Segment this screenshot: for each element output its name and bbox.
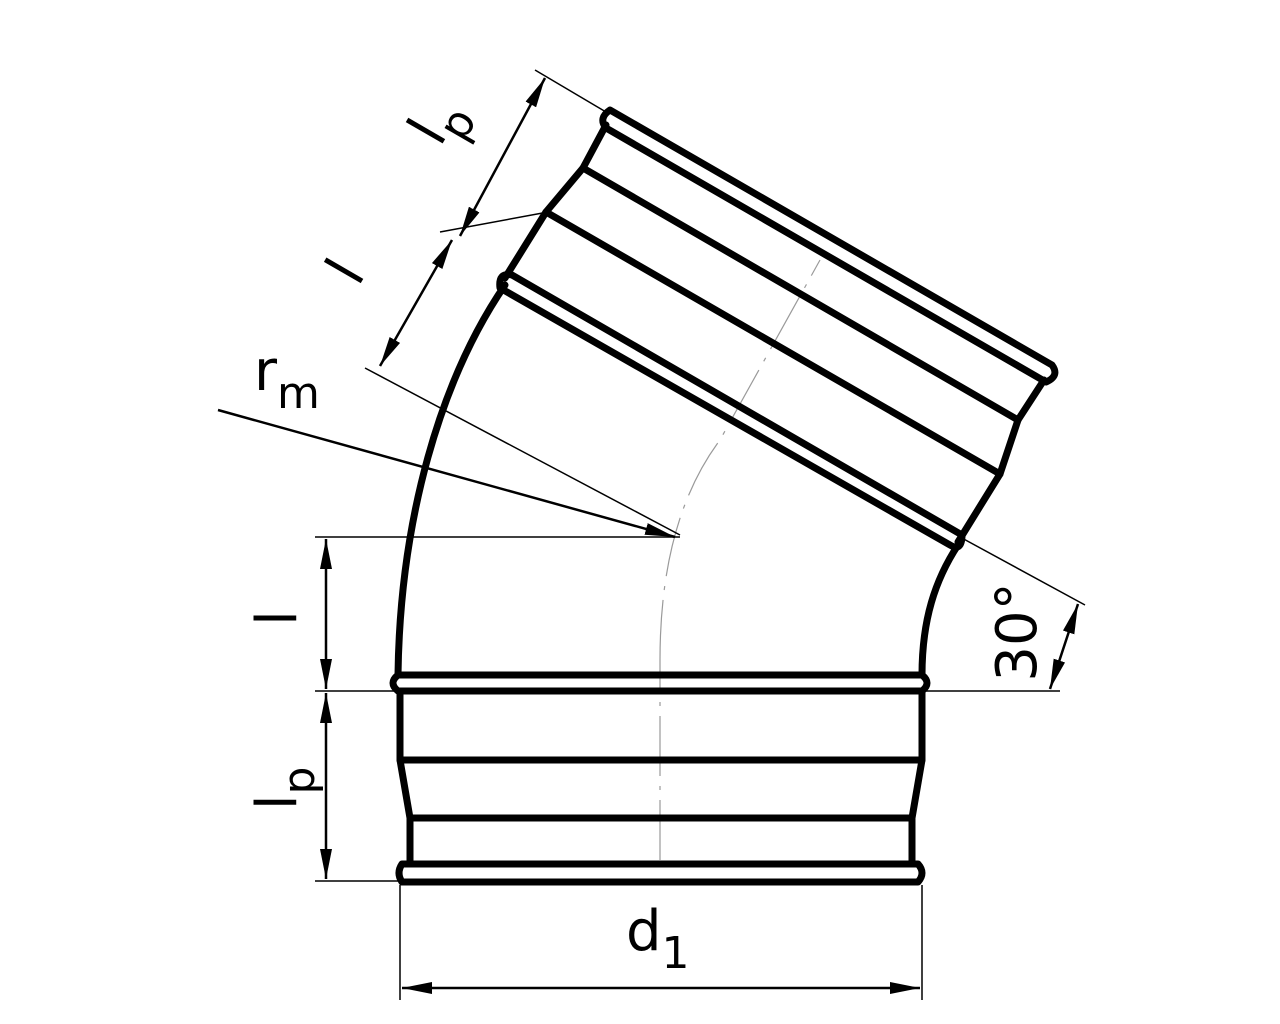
- label-lp-bottom: lp: [245, 767, 325, 811]
- top-seam-1: [542, 208, 1004, 478]
- dim-rm: [217, 408, 676, 539]
- bend-outer-curve: [394, 281, 509, 679]
- label-lp-top: lp: [396, 85, 487, 163]
- dimension-lines: [217, 77, 1080, 994]
- top-end-bead: [599, 106, 1059, 386]
- label-rm: rm: [254, 339, 320, 419]
- dim-angle: [1048, 603, 1080, 690]
- label-l-top: l: [314, 249, 378, 295]
- bend-inner-curve: [918, 541, 962, 679]
- bottom-body: [396, 687, 926, 868]
- label-d1: d1: [626, 899, 690, 979]
- top-seam-2: [579, 164, 1022, 424]
- top-body: [501, 121, 1048, 546]
- label-l-bottom: l: [245, 610, 310, 626]
- bend-outline: [389, 106, 1059, 886]
- centerline: [659, 259, 821, 860]
- dim-lp-top: [458, 77, 547, 237]
- bottom-end-bead: [395, 860, 926, 886]
- dim-l-top: [378, 239, 454, 367]
- label-angle: 30°: [985, 582, 1050, 681]
- extension-lines: [315, 69, 1086, 1000]
